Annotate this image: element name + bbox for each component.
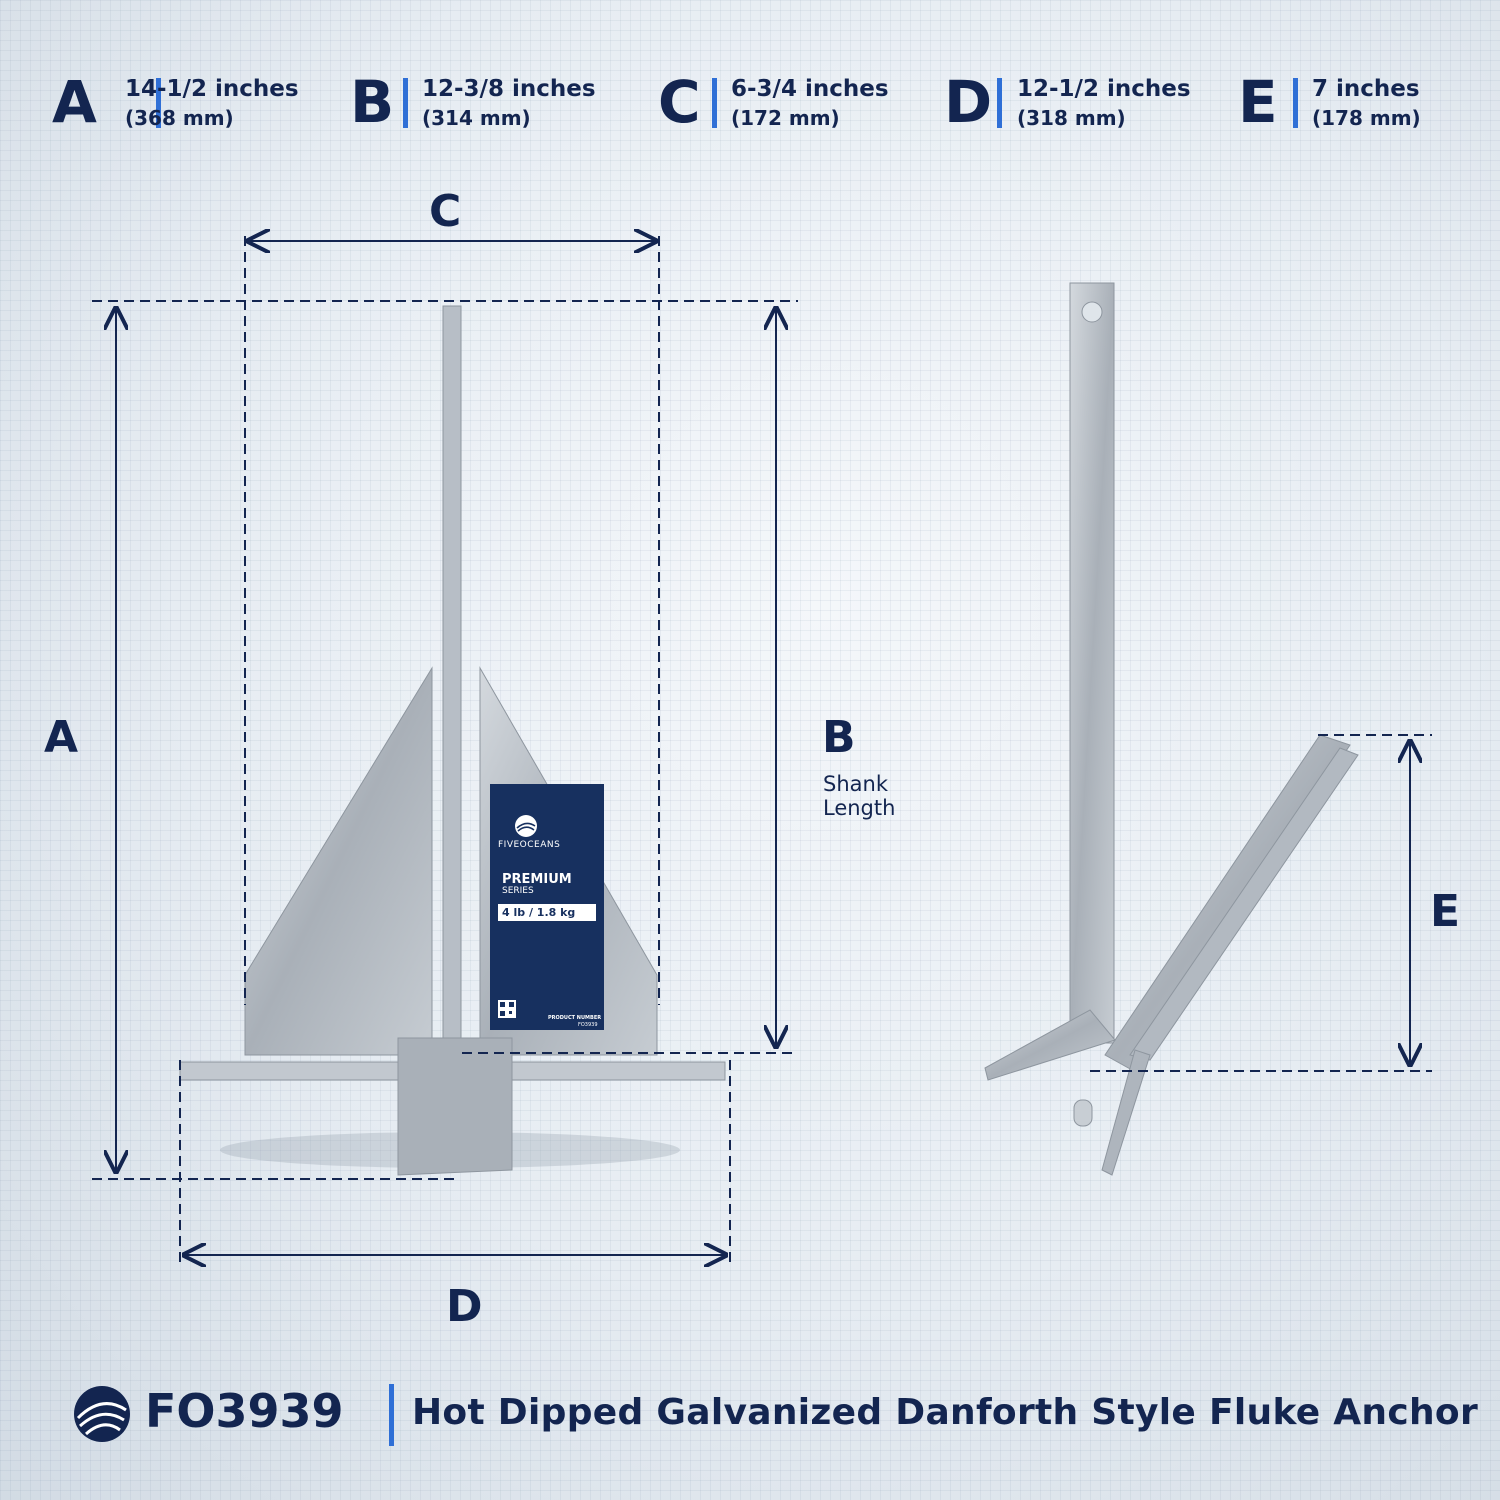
tag-product-number-label: PRODUCT NUMBER [548, 1015, 602, 1021]
tag-product-number: FO3939 [578, 1022, 598, 1028]
tag-premium: PREMIUM [502, 872, 572, 887]
spec-letter: E [1238, 68, 1278, 136]
spec-inches: 7 inches [1312, 76, 1420, 102]
qr-code-icon [498, 1000, 516, 1018]
spec-divider [997, 78, 1002, 128]
front-anchor-image [179, 305, 726, 1176]
label-a: A [44, 712, 79, 763]
spec-letter: B [350, 68, 395, 136]
spec-divider [1293, 78, 1298, 128]
spec-mm: (368 mm) [125, 106, 234, 130]
spec-letter: C [658, 68, 701, 136]
spec-divider [403, 78, 408, 128]
label-c: C [429, 186, 462, 237]
label-e: E [1430, 886, 1461, 937]
spec-divider [712, 78, 717, 128]
spec-inches: 12-3/8 inches [422, 76, 596, 102]
spec-inches: 14-1/2 inches [125, 76, 299, 102]
shank-length-label: Shank Length [823, 772, 896, 820]
product-description: Hot Dipped Galvanized Danforth Style Flu… [412, 1392, 1479, 1433]
side-anchor-image [984, 282, 1359, 1176]
footer-divider [389, 1384, 394, 1446]
label-b: B [822, 712, 856, 763]
spec-letter: A [52, 68, 97, 136]
spec-inches: 12-1/2 inches [1017, 76, 1191, 102]
tag-series: SERIES [502, 886, 534, 896]
spec-inches: 6-3/4 inches [731, 76, 889, 102]
spec-mm: (314 mm) [422, 106, 531, 130]
wave-logo-icon [515, 815, 537, 837]
spec-mm: (318 mm) [1017, 106, 1126, 130]
spec-mm: (178 mm) [1312, 106, 1421, 130]
dimension-lines [92, 236, 1432, 1264]
label-d: D [446, 1281, 483, 1332]
tag-weight: 4 lb / 1.8 kg [498, 904, 596, 921]
fiveoceans-logo-icon [74, 1386, 130, 1442]
spec-divider [156, 78, 161, 128]
spec-mm: (172 mm) [731, 106, 840, 130]
tag-brand: FIVEOCEANS [498, 840, 561, 850]
spec-letter: D [944, 68, 993, 136]
product-tag: FIVEOCEANS PREMIUM SERIES 4 lb / 1.8 kg … [490, 784, 604, 1030]
model-number: FO3939 [145, 1384, 344, 1438]
